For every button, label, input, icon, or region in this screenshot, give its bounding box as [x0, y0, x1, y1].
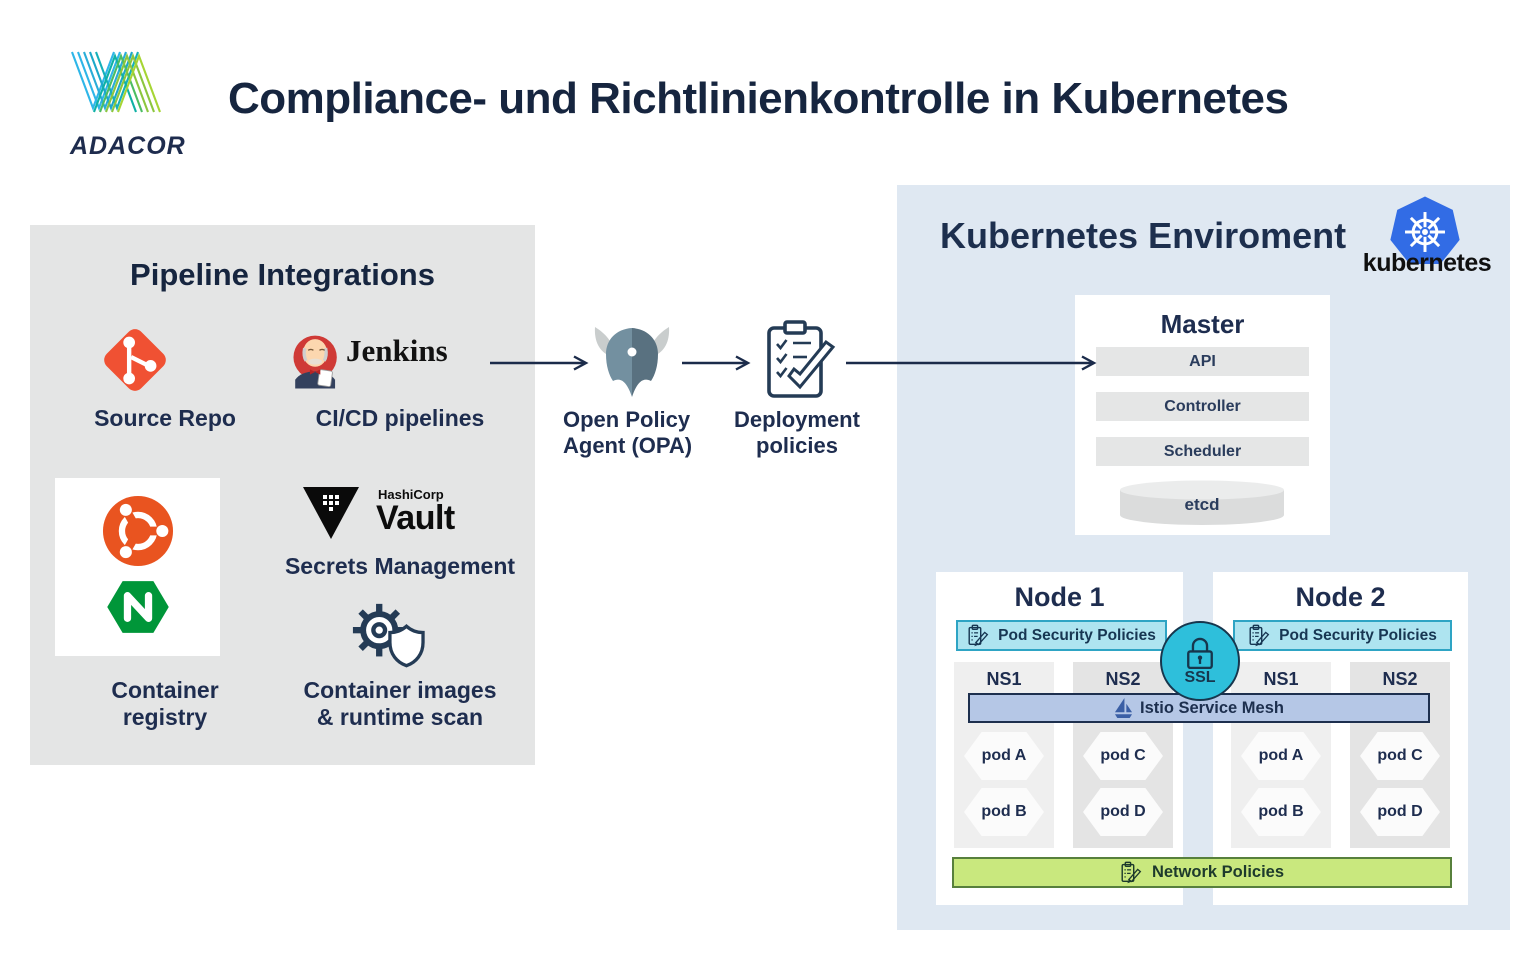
vault-icon: [303, 487, 359, 539]
pod-hexagon: pod C: [1360, 732, 1440, 780]
container-scan-icon: [352, 603, 425, 668]
master-title: Master: [1160, 309, 1245, 339]
adacor-wordmark: ADACOR: [70, 132, 186, 160]
node-1-title: Node 1: [1014, 582, 1105, 612]
hashicorp-brand-label: HashiCorp: [378, 487, 444, 502]
node-2-pod-security-bar: Pod Security Policies: [1233, 620, 1452, 651]
node-2-ns1-label: NS1: [1263, 669, 1299, 689]
policy-clipboard-icon: [968, 624, 989, 647]
kubernetes-environment-panel: Kubernetes Enviroment kubernetes Master …: [897, 185, 1510, 930]
node-2-ns2-label: NS2: [1382, 669, 1418, 689]
network-policies-label: Network Policies: [1151, 863, 1285, 881]
ssl-label: SSL: [1184, 669, 1216, 686]
secrets-management-label: Secrets Management: [284, 553, 516, 579]
cicd-pipelines-label: CI/CD pipelines: [315, 405, 485, 431]
node-2-title: Node 2: [1295, 582, 1386, 612]
container-registry-label: Container registry: [111, 677, 219, 730]
kubernetes-panel-title: Kubernetes Enviroment: [940, 215, 1347, 256]
kubernetes-wordmark: kubernetes: [1362, 249, 1492, 277]
container-registry-box: [55, 478, 220, 656]
node-2-ns2-column: NS2 pod C pod D: [1350, 662, 1450, 848]
arrow-policies-to-api: [846, 355, 1097, 371]
lock-icon: [1187, 637, 1213, 670]
pod-hexagon: pod A: [964, 732, 1044, 780]
node-2-pod-security-label: Pod Security Policies: [1279, 626, 1437, 644]
pod-hexagon: pod D: [1083, 788, 1163, 836]
node-2: Node 2 Pod Security Policies NS1: [1213, 572, 1468, 905]
node-1-ns1-label: NS1: [986, 669, 1022, 689]
arrow-jenkins-to-opa: [490, 355, 589, 371]
kubernetes-icon: [1390, 196, 1460, 265]
jenkins-wordmark: Jenkins: [346, 333, 448, 368]
pipeline-panel-title: Pipeline Integrations: [130, 257, 435, 292]
adacor-logo-icon: [71, 51, 161, 113]
source-repo-label: Source Repo: [94, 405, 236, 431]
nginx-icon: [107, 581, 169, 633]
ubuntu-icon: [102, 495, 174, 567]
pod-hexagon: pod C: [1083, 732, 1163, 780]
pod-hexagon: pod D: [1360, 788, 1440, 836]
master-component-controller: Controller: [1096, 392, 1309, 421]
master-component-api: API: [1096, 347, 1309, 376]
node-1-ns1-column: NS1 pod A pod B: [954, 662, 1054, 848]
node-1: Node 1 Pod Security Policies NS1: [936, 572, 1183, 905]
etcd-datastore: etcd: [1117, 479, 1287, 527]
git-icon: [104, 329, 166, 391]
vault-wordmark: Vault: [376, 499, 455, 537]
pod-hexagon: pod A: [1241, 732, 1321, 780]
page-title: Compliance- und Richtlinienkontrolle in …: [228, 74, 1289, 123]
deployment-policies-label: Deployment policies: [734, 407, 860, 458]
istio-service-mesh-label: Istio Service Mesh: [1140, 698, 1284, 717]
node-1-pod-security-bar: Pod Security Policies: [956, 620, 1167, 651]
node-1-pod-security-label: Pod Security Policies: [998, 626, 1156, 644]
istio-sail-icon: [1114, 697, 1133, 718]
opa-icon: [594, 327, 670, 397]
arrow-opa-to-policies: [682, 355, 751, 371]
container-scan-label: Container images & runtime scan: [303, 677, 497, 730]
ssl-badge: SSL: [1160, 621, 1240, 701]
node-2-ns1-column: NS1 pod A pod B: [1231, 662, 1331, 848]
network-policies-bar: Network Policies: [952, 857, 1452, 888]
pipeline-integrations-panel: Pipeline Integrations Source Repo Jenkin…: [30, 225, 535, 765]
policy-clipboard-icon: [1249, 624, 1270, 647]
master-box: Master API Controller Scheduler etcd: [1075, 295, 1330, 535]
pod-hexagon: pod B: [964, 788, 1044, 836]
master-component-scheduler: Scheduler: [1096, 437, 1309, 466]
opa-label: Open Policy Agent (OPA): [563, 407, 693, 458]
node-1-ns2-column: NS2 pod C pod D: [1073, 662, 1173, 848]
etcd-label: etcd: [1184, 495, 1220, 514]
policy-clipboard-icon: [1121, 861, 1142, 884]
deployment-policies-icon: [767, 320, 836, 398]
node-1-ns2-label: NS2: [1105, 669, 1141, 689]
cylinder-icon: [1120, 480, 1284, 525]
pod-hexagon: pod B: [1241, 788, 1321, 836]
jenkins-icon: [293, 335, 337, 389]
